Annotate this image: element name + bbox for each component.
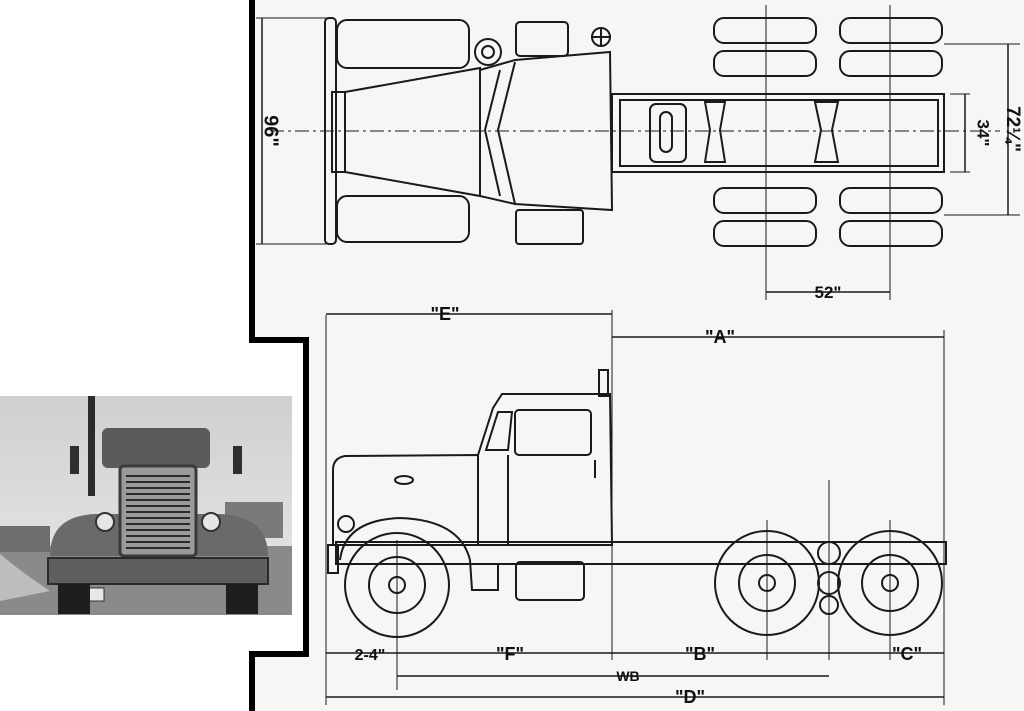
top-view — [256, 5, 1020, 300]
top-hood — [331, 66, 481, 198]
side-view — [325, 310, 947, 705]
side-windshield — [484, 411, 514, 451]
top-frame — [611, 93, 945, 173]
photo-road — [0, 554, 50, 601]
top-exhaust-stack — [474, 38, 502, 66]
photo-tire-right — [226, 584, 258, 614]
side-fuel-tank — [515, 561, 585, 601]
photo-grille-bars — [126, 475, 190, 549]
truck-front-photo — [0, 396, 292, 615]
dim-c-label: "C" — [892, 644, 922, 664]
photo-headlight-left — [95, 512, 115, 532]
side-cab-window — [514, 409, 592, 456]
photo-mirror-left — [70, 446, 79, 474]
top-view-labels: 96" 34" 72¼" 52" — [260, 106, 1023, 302]
top-front-bumper — [324, 17, 337, 245]
photo-tire-left — [58, 584, 90, 614]
side-view-labels: "E" "A" 2-4" "F" "B" "C" WB "D" — [355, 304, 922, 707]
photo-exhaust-stack — [88, 396, 95, 496]
top-frame-crossmember — [649, 103, 687, 163]
dim-f-label: "F" — [496, 644, 524, 664]
side-suspension — [817, 541, 841, 615]
side-frame — [335, 541, 947, 565]
top-rear-tires — [713, 17, 943, 247]
dim-a-label: "A" — [705, 327, 735, 347]
dim-axle-spacing: 52" — [815, 283, 842, 302]
dim-overall-width: 96" — [260, 115, 282, 147]
dim-frame-width: 34" — [974, 120, 993, 147]
dim-track-width: 72¼" — [1002, 106, 1023, 152]
top-air-cleaner — [515, 21, 569, 57]
top-fender-left — [336, 19, 470, 69]
top-fender-right — [336, 195, 470, 243]
side-exhaust-stack — [598, 369, 609, 397]
side-front-bumper — [327, 544, 339, 574]
dim-wheelbase-label: WB — [616, 668, 639, 684]
side-wheels — [344, 530, 943, 638]
side-hood — [332, 453, 479, 546]
top-cab — [479, 50, 614, 212]
top-step-box — [515, 209, 584, 245]
dim-e-label: "E" — [430, 304, 459, 324]
drawing-paper — [254, 0, 1024, 711]
photo-headlight-right — [201, 512, 221, 532]
top-cab-v-crease — [483, 61, 516, 205]
dim-b-label: "B" — [685, 644, 715, 664]
side-cab — [477, 393, 614, 546]
photo-bumper — [47, 557, 269, 585]
photo-cab — [102, 428, 210, 468]
dim-front-overhang-label: 2-4" — [355, 647, 386, 664]
dim-d-label: "D" — [675, 687, 705, 707]
side-front-fender — [339, 516, 499, 591]
photo-mirror-right — [233, 446, 242, 474]
